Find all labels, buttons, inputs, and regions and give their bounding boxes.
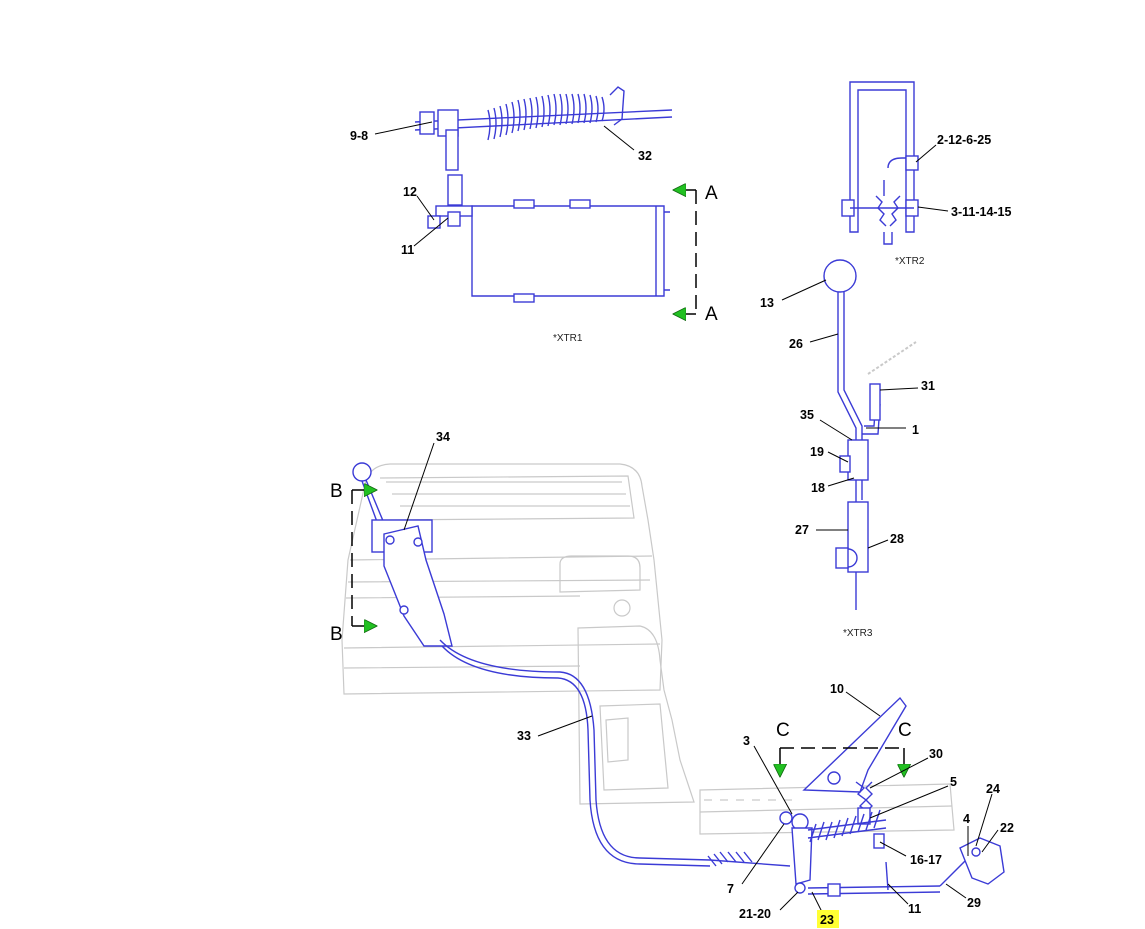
callout-16-17[interactable]: 16-17 [910,853,942,867]
callout-4[interactable]: 4 [963,812,970,826]
callout-1[interactable]: 1 [912,423,919,437]
spring-assembly [414,86,673,171]
section-b-bottom-label: B [330,624,343,645]
knob [823,259,857,293]
pivot-assembly [779,809,1005,897]
section-a-top-label: A [705,183,718,204]
cable-33 [439,639,791,867]
section-a-marker: A A [674,183,718,325]
section-c-left-label: C [776,720,790,741]
control-lever-34 [352,462,453,647]
view-xtr2: 2-12-6-25 3-11-14-15 *XTR2 [841,81,1012,267]
caption-xtr1: *XTR1 [553,333,583,344]
callout-26[interactable]: 26 [789,337,803,351]
callout-10[interactable]: 10 [830,682,844,696]
callout-11-bottom[interactable]: 11 [908,902,921,916]
cab-outline [341,463,955,835]
callout-35[interactable]: 35 [800,408,814,422]
caption-xtr3: *XTR3 [843,628,873,639]
callout-9-8[interactable]: 9-8 [350,129,368,143]
section-b-top-label: B [330,481,343,502]
section-c-marker: C C [776,720,912,776]
callout-28[interactable]: 28 [890,532,904,546]
callout-29[interactable]: 29 [967,896,981,910]
pedal-10 [802,696,907,825]
callout-18[interactable]: 18 [811,481,825,495]
callout-33[interactable]: 33 [517,729,531,743]
callout-3-11-14-15[interactable]: 3-11-14-15 [951,205,1012,219]
callout-31[interactable]: 31 [921,379,935,393]
view-xtr1: A A 9-8 32 12 11 *XTR1 [350,86,718,344]
callout-12[interactable]: 12 [403,185,417,199]
callout-5[interactable]: 5 [950,775,957,789]
section-b-marker: B B [330,481,376,645]
callout-34[interactable]: 34 [436,430,450,444]
callout-21-20[interactable]: 21-20 [739,907,771,921]
caption-xtr2: *XTR2 [895,256,925,267]
callout-11-top[interactable]: 11 [401,243,414,257]
section-a-bottom-label: A [705,304,718,325]
callout-23-highlight [817,910,839,928]
view-xtr3: 13 26 31 35 1 19 18 27 28 *XTR3 [760,259,935,639]
callout-27[interactable]: 27 [795,523,809,537]
callout-23[interactable]: 23 [820,913,834,927]
section-c-right-label: C [898,720,912,741]
callout-24[interactable]: 24 [986,782,1000,796]
callout-2-12-6-25[interactable]: 2-12-6-25 [937,133,991,147]
callout-30[interactable]: 30 [929,747,943,761]
callout-19[interactable]: 19 [810,445,824,459]
bracket-plate [427,174,670,303]
callout-22[interactable]: 22 [1000,821,1014,835]
callout-13[interactable]: 13 [760,296,774,310]
main-assembly: B B C C 34 33 10 3 30 5 24 [330,430,1014,928]
callout-3[interactable]: 3 [743,734,750,748]
callout-7[interactable]: 7 [727,882,734,896]
callout-32[interactable]: 32 [638,149,652,163]
